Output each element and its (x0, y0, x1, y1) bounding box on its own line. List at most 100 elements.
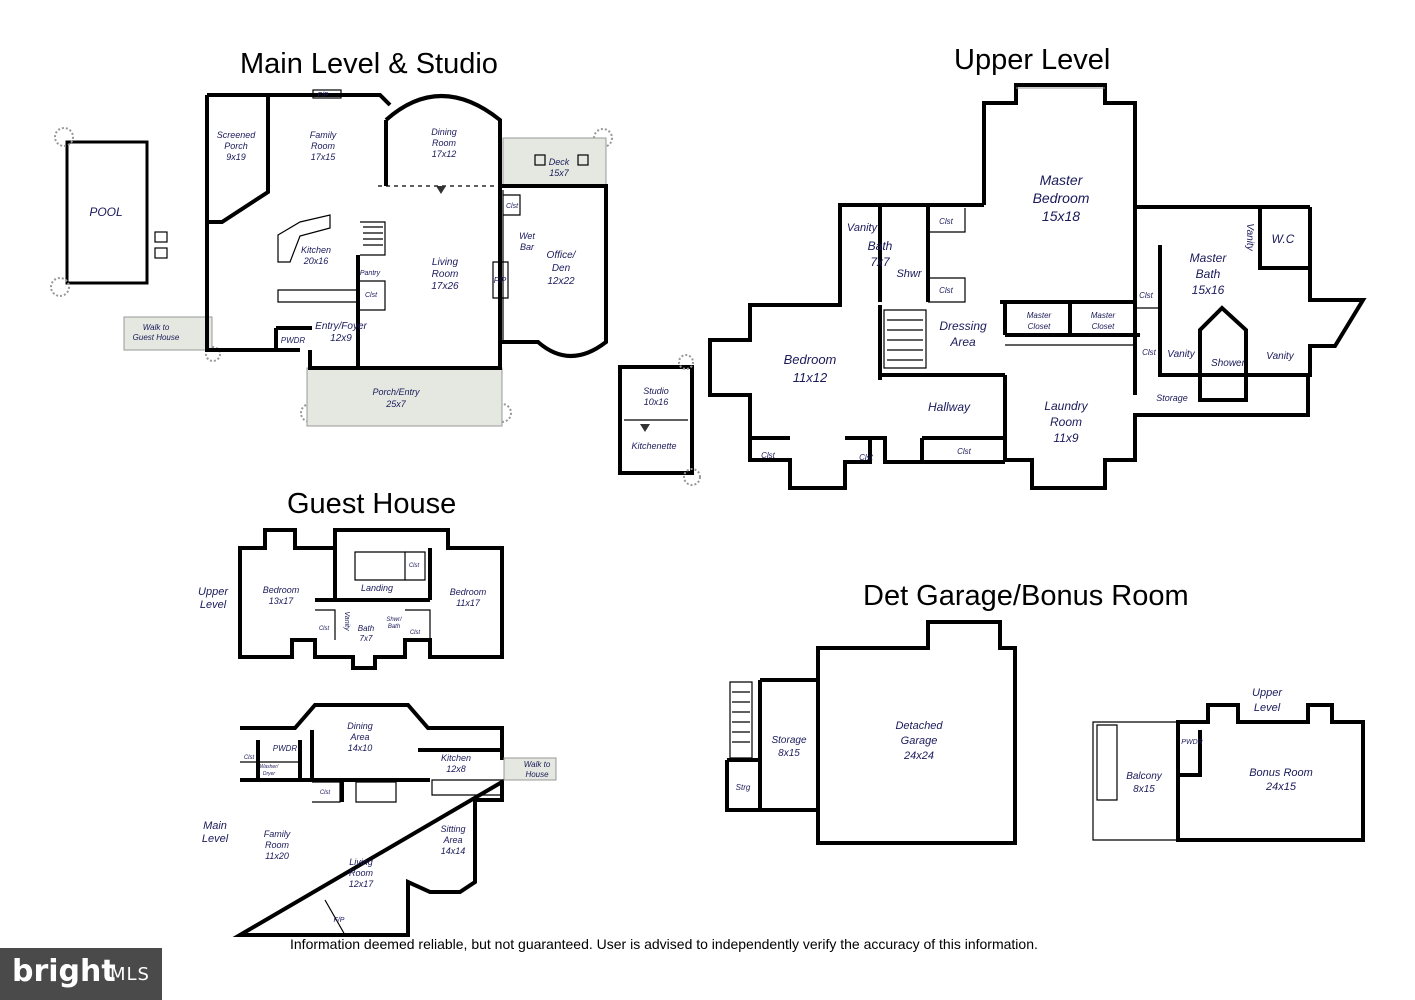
room-label: 15x16 (1192, 283, 1225, 297)
room-label: Den (552, 263, 571, 274)
room-label: 9x19 (226, 152, 246, 162)
room-label: 11x12 (793, 370, 828, 385)
room-label: Clst (1142, 348, 1157, 357)
room-label: Kitchen (441, 753, 471, 763)
room-label: 10x16 (644, 397, 669, 407)
room-label: Upper (1252, 687, 1283, 699)
guest-house-upper-plan (238, 528, 504, 670)
room-label: 17x15 (311, 152, 337, 162)
room-label: Upper (198, 586, 229, 598)
room-label: Clst (939, 217, 954, 226)
room-label: Screened (217, 130, 257, 140)
room-label: F/P (334, 917, 345, 924)
room-label: F/P (318, 92, 329, 99)
room-label: Storage (771, 735, 806, 746)
bonus-room-plan (1092, 703, 1365, 842)
room-label: Porch/Entry (372, 387, 420, 397)
room-label: Hallway (928, 400, 971, 414)
room-label: 24x24 (903, 750, 934, 762)
studio-plan (618, 354, 701, 486)
room-label: Level (202, 833, 229, 845)
room-label: Garage (901, 735, 938, 747)
upper-level-title: Upper Level (954, 44, 1111, 76)
room-label: Clst (506, 203, 519, 210)
main-level-title: Main Level & Studio (240, 48, 498, 80)
room-label: Clst (761, 451, 776, 460)
room-label: 15x7 (549, 168, 570, 178)
room-label: Vanity (343, 611, 350, 631)
room-label: Master (1091, 311, 1116, 320)
room-label: Bedroom (450, 587, 487, 597)
room-label: 11x17 (456, 598, 481, 608)
disclaimer-text: Information deemed reliable, but not gua… (290, 936, 1038, 952)
room-labels: POOL Screened Porch 9x19 F/P Family Room… (89, 92, 1312, 924)
room-label: Bonus Room (1249, 767, 1313, 779)
room-label: Master (1190, 251, 1228, 265)
room-label: 7x7 (360, 634, 373, 643)
room-label: 12x22 (547, 276, 575, 287)
room-label: Bedroom (784, 352, 837, 367)
room-label: Dressing (939, 319, 987, 333)
room-label: Studio (643, 386, 669, 396)
room-label: Washer/ (260, 764, 279, 770)
room-label: Vanity (1244, 223, 1255, 251)
room-label: Bedroom (1033, 190, 1090, 206)
room-label: Level (1254, 702, 1281, 714)
room-label: Room (349, 868, 374, 878)
room-label: Clst (320, 790, 331, 796)
room-label: 11x9 (1053, 431, 1078, 445)
room-label: 13x17 (269, 596, 295, 606)
room-label: Area (349, 732, 369, 742)
room-label: 17x26 (431, 281, 459, 292)
room-label: House (525, 770, 549, 779)
garage-title: Det Garage/Bonus Room (863, 580, 1189, 612)
room-label: Area (949, 335, 976, 349)
room-label: Clst (939, 286, 954, 295)
room-label: Walk to (524, 760, 551, 769)
room-label: Deck (549, 157, 570, 167)
room-label: Vanity (847, 222, 879, 234)
room-label: W.C (1272, 232, 1295, 246)
room-label: Landing (361, 583, 393, 593)
room-label: Room (1050, 415, 1082, 429)
room-label: Room (265, 840, 290, 850)
room-label: PWDR (1181, 739, 1202, 746)
guest-house-main-plan (232, 703, 557, 937)
room-label: Wet (519, 231, 535, 241)
room-label: Closet (1092, 322, 1115, 331)
room-label: 15x18 (1042, 208, 1080, 224)
guest-house-title: Guest House (287, 488, 457, 520)
room-label: 11x20 (265, 851, 289, 861)
room-label: Detached (895, 720, 943, 732)
room-label: 14x14 (441, 846, 466, 856)
room-label: Clst (410, 630, 421, 636)
logo-suffix: MLS (110, 964, 150, 985)
room-label: Kitchen (301, 245, 331, 255)
room-label: 8x15 (1133, 784, 1155, 795)
room-label: Entry/Foyer (315, 321, 367, 332)
room-label: Strg (736, 783, 751, 792)
room-label: Pantry (360, 270, 381, 277)
room-label: Sitting (440, 824, 465, 834)
garage-plan (725, 620, 1017, 845)
room-label: 12x9 (330, 333, 352, 344)
room-label: Main (203, 820, 227, 832)
logo-brand: bright (12, 954, 116, 989)
room-label: 14x10 (348, 743, 373, 753)
room-label: Living (432, 257, 459, 268)
room-label: Level (200, 599, 227, 611)
room-label: Bedroom (263, 585, 300, 595)
room-label: Vanity (1266, 351, 1294, 362)
pool-label: POOL (89, 205, 122, 219)
room-label: Living (349, 857, 373, 867)
upper-level-plan (708, 83, 1367, 490)
room-label: Area (442, 835, 462, 845)
room-label: 24x15 (1265, 781, 1297, 793)
room-label: Clst (365, 292, 378, 299)
room-label: PWDR (273, 744, 298, 753)
room-label: Room (432, 269, 459, 280)
room-label: 7x7 (870, 255, 891, 269)
room-label: Clst (244, 755, 255, 761)
room-label: Bath (1196, 267, 1221, 281)
